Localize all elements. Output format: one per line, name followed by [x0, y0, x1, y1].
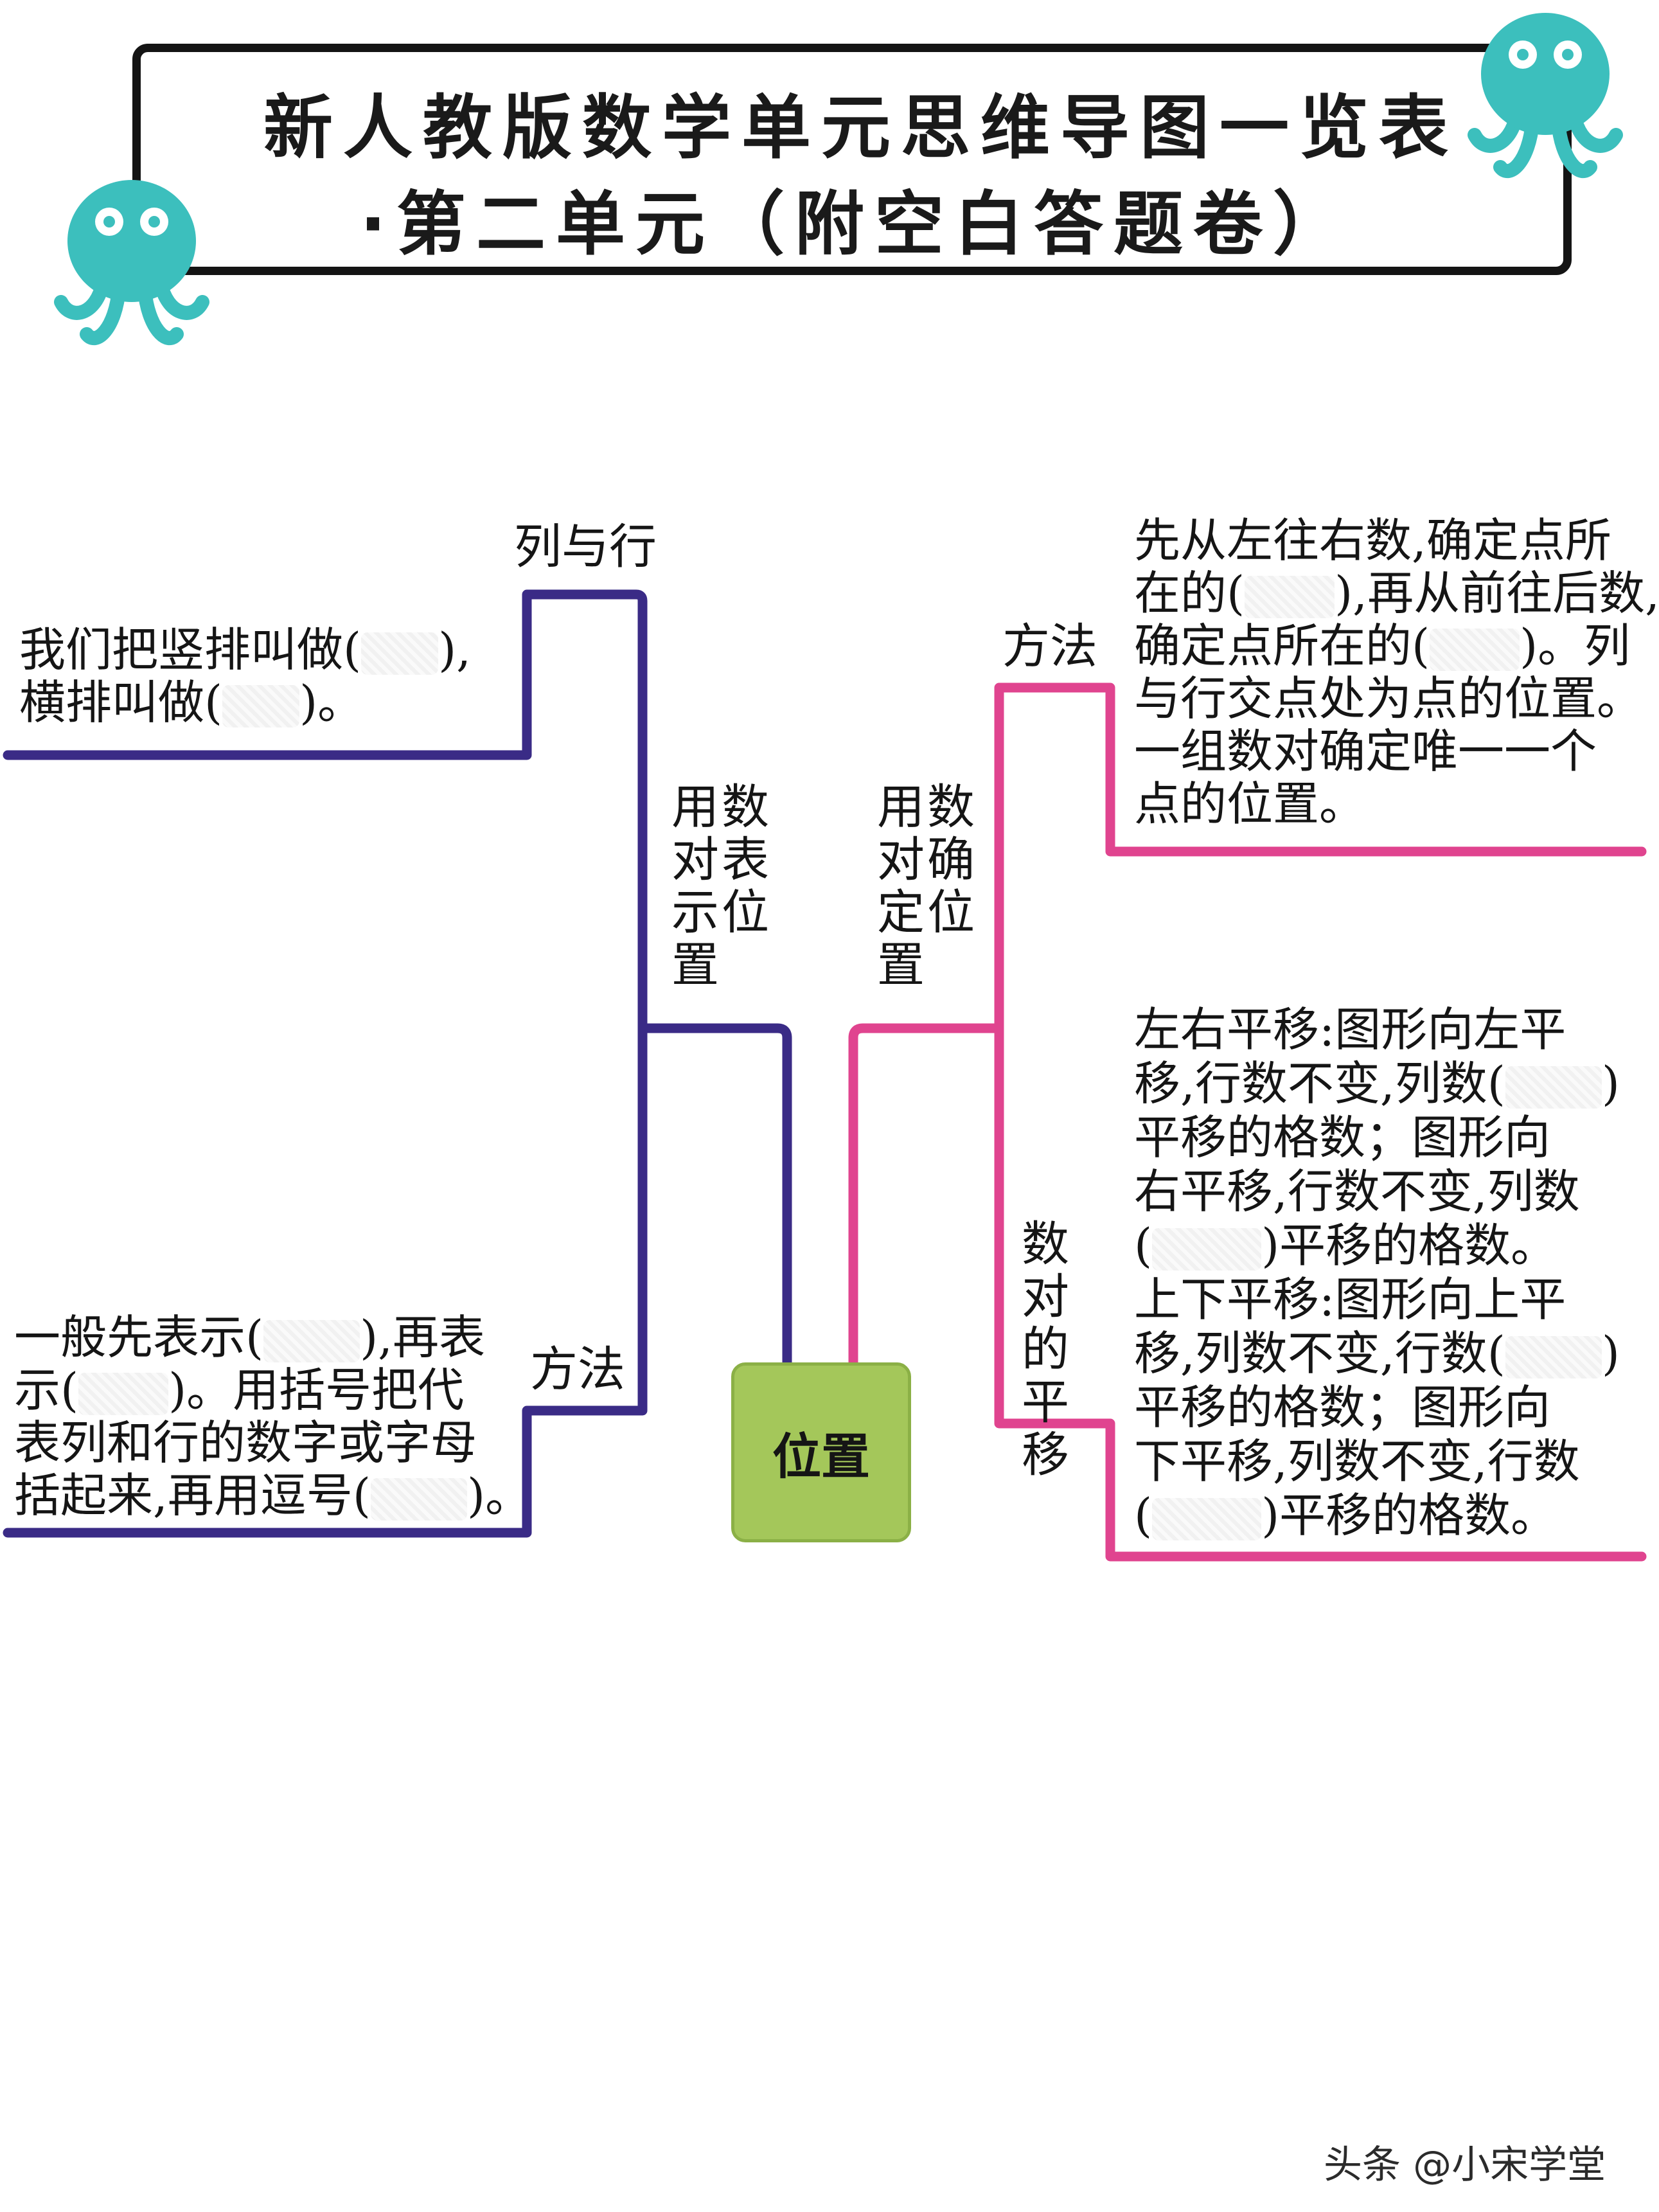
left-upper-branch-line: [3, 589, 648, 1033]
answer-blank[interactable]: [370, 1478, 467, 1521]
left-trunk-line: [637, 1023, 792, 1368]
right-translation-text: 左右平移:图形向左平 移,行数不变,列数() 平移的格数；图形向 右平移,行数不…: [1134, 1003, 1620, 1542]
left-column-row-text: 我们把竖排叫做(), 横排叫做()。: [19, 623, 472, 729]
answer-blank[interactable]: [1152, 1498, 1262, 1540]
right-upper-branch-line: [994, 682, 1647, 1033]
right-method-text: 先从左往右数,确定点所 在的(),再从前往后数, 确定点所在的()。列 与行交点…: [1134, 513, 1659, 831]
answer-blank[interactable]: [1505, 1066, 1602, 1109]
title-line-2: ·第二单元（附空白答题卷）: [360, 184, 1353, 265]
center-node-label: 位置: [772, 1428, 870, 1485]
title-line-1: 新人教版数学单元思维导图一览表: [263, 88, 1459, 168]
answer-blank[interactable]: [1245, 576, 1335, 618]
answer-blank[interactable]: [78, 1373, 169, 1415]
right-branch-label: 用数对确定位置: [877, 780, 977, 993]
octopus-icon-left: [54, 180, 209, 345]
center-node: 位置: [731, 1362, 911, 1542]
left-column-row-label: 列与行: [514, 519, 657, 575]
octopus-icon-right: [1468, 13, 1623, 178]
answer-blank[interactable]: [222, 685, 300, 727]
right-translation-label: 数对的平移: [1022, 1217, 1072, 1483]
answer-blank[interactable]: [361, 632, 439, 675]
answer-blank[interactable]: [263, 1320, 360, 1362]
answer-blank[interactable]: [1505, 1336, 1602, 1378]
left-branch-label: 用数对表示位置: [671, 780, 772, 993]
right-trunk-line: [848, 1023, 1004, 1368]
answer-blank[interactable]: [1152, 1228, 1262, 1271]
left-lower-branch-line: [3, 1023, 648, 1538]
left-method-label: 方法: [530, 1342, 625, 1397]
right-lower-branch-line: [994, 1023, 1647, 1562]
answer-blank[interactable]: [1430, 629, 1520, 671]
left-method-text: 一般先表示(),再表 示()。用括号把代 表列和行的数字或字母 括起来,再用逗号…: [14, 1310, 532, 1522]
watermark: 头条 @小宋学堂: [1324, 2143, 1606, 2188]
right-method-label: 方法: [1002, 619, 1097, 674]
